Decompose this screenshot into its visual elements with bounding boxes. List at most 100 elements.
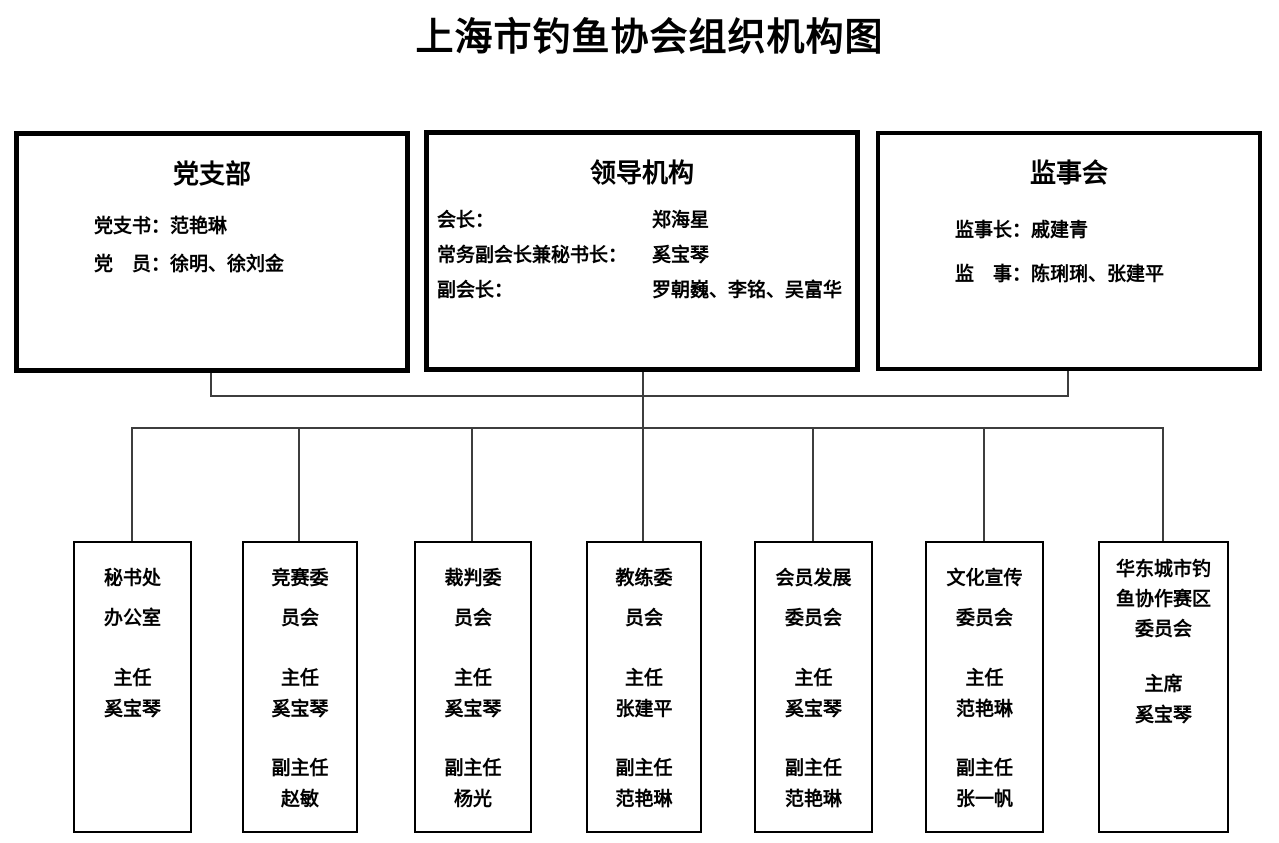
role-names: 戚建青 xyxy=(1031,220,1089,241)
committee-name: 教练委员会 xyxy=(588,559,700,639)
connector-line xyxy=(210,373,212,397)
connector-line xyxy=(210,395,1069,397)
role-row: 党 员：徐明、徐刘金 xyxy=(94,246,405,284)
position-person: 奚宝琴 xyxy=(444,699,502,720)
committee-name: 秘书处办公室 xyxy=(75,559,190,639)
position-title: 主席 xyxy=(1144,674,1183,695)
committee-box: 秘书处办公室主任奚宝琴 xyxy=(73,541,192,833)
position-section: 副主任范艳琳 xyxy=(588,753,700,815)
connector-line xyxy=(298,427,300,541)
position-title: 副主任 xyxy=(955,758,1013,779)
box-title: 监事会 xyxy=(1029,158,1108,188)
position-title: 主任 xyxy=(113,668,152,689)
committee-name-line: 委员会 xyxy=(1134,619,1192,640)
position-person: 奚宝琴 xyxy=(784,699,842,720)
role-label: 党 员： xyxy=(94,254,171,275)
top-box: 党支部党支书：范艳琳党 员：徐明、徐刘金 xyxy=(14,131,410,373)
position-person: 奚宝琴 xyxy=(103,699,161,720)
connector-line xyxy=(1067,371,1069,397)
connector-line xyxy=(812,427,814,541)
position-person: 赵敏 xyxy=(280,789,319,810)
box-title: 领导机构 xyxy=(589,158,694,188)
position-section: 主任范艳琳 xyxy=(927,663,1042,725)
committee-name: 竞赛委员会 xyxy=(244,559,356,639)
role-row: 党支书：范艳琳 xyxy=(94,208,405,246)
committee-box: 文化宣传委员会主任范艳琳副主任张一帆 xyxy=(925,541,1044,833)
position-title: 主任 xyxy=(965,668,1004,689)
committee-name-line: 文化宣传 xyxy=(946,568,1023,589)
committee-box: 竞赛委员会主任奚宝琴副主任赵敏 xyxy=(242,541,358,833)
position-section: 主任奚宝琴 xyxy=(416,663,530,725)
role-names: 范艳琳 xyxy=(170,216,228,237)
committee-name-line: 委员会 xyxy=(784,608,842,629)
position-title: 副主任 xyxy=(444,758,502,779)
connector-line xyxy=(131,427,133,541)
position-person: 范艳琳 xyxy=(955,699,1013,720)
position-title: 主任 xyxy=(280,668,319,689)
connector-line xyxy=(471,427,473,541)
committee-box: 会员发展委员会主任奚宝琴副主任范艳琳 xyxy=(754,541,873,833)
position-title: 副主任 xyxy=(784,758,842,779)
committee-name-line: 委员会 xyxy=(955,608,1013,629)
role-names: 郑海星 xyxy=(652,210,710,231)
position-title: 副主任 xyxy=(271,758,329,779)
connector-line xyxy=(642,372,644,541)
position-section: 副主任张一帆 xyxy=(927,753,1042,815)
position-section: 副主任赵敏 xyxy=(244,753,356,815)
committee-box: 裁判委员会主任奚宝琴副主任杨光 xyxy=(414,541,532,833)
box-rows: 会长：郑海星常务副会长兼秘书长： 奚宝琴副会长： 罗朝巍、李铭、吴富华 xyxy=(429,203,855,308)
box-rows: 监事长：戚建青监 事：陈琍琍、张建平 xyxy=(880,209,1258,297)
role-row: 监事长：戚建青 xyxy=(955,209,1258,253)
position-person: 奚宝琴 xyxy=(271,699,329,720)
role-names: 罗朝巍、李铭、吴富华 xyxy=(652,280,843,301)
committee-name: 裁判委员会 xyxy=(416,559,530,639)
position-person: 奚宝琴 xyxy=(1134,705,1192,726)
position-title: 副主任 xyxy=(615,758,673,779)
role-label: 副会长： xyxy=(437,280,514,301)
role-row: 副会长： 罗朝巍、李铭、吴富华 xyxy=(437,273,855,308)
role-row: 会长：郑海星 xyxy=(437,203,855,238)
position-title: 主任 xyxy=(624,668,663,689)
position-person: 张一帆 xyxy=(955,789,1013,810)
position-section: 主席奚宝琴 xyxy=(1100,669,1227,731)
committee-name: 文化宣传委员会 xyxy=(927,559,1042,639)
top-box: 监事会监事长：戚建青监 事：陈琍琍、张建平 xyxy=(876,131,1262,371)
committee-name-line: 竞赛委 xyxy=(271,568,329,589)
role-label: 监 事： xyxy=(955,264,1032,285)
connector-line xyxy=(983,427,985,541)
committee-name: 华东城市钓鱼协作赛区委员会 xyxy=(1100,555,1227,645)
position-person: 杨光 xyxy=(453,789,492,810)
committee-name-line: 裁判委 xyxy=(444,568,502,589)
committee-name-line: 员会 xyxy=(624,608,663,629)
committee-name-line: 员会 xyxy=(453,608,492,629)
position-title: 主任 xyxy=(794,668,833,689)
role-label: 常务副会长兼秘书长： xyxy=(437,245,628,266)
role-names: 徐明、徐刘金 xyxy=(170,254,285,275)
position-person: 范艳琳 xyxy=(784,789,842,810)
committee-name-line: 鱼协作赛区 xyxy=(1115,589,1211,610)
position-section: 主任张建平 xyxy=(588,663,700,725)
box-rows: 党支书：范艳琳党 员：徐明、徐刘金 xyxy=(19,208,405,284)
position-title: 主任 xyxy=(453,668,492,689)
connector-line xyxy=(1162,427,1164,541)
role-names: 奚宝琴 xyxy=(652,245,710,266)
page-title: 上海市钓鱼协会组织机构图 xyxy=(415,17,884,59)
position-section: 副主任范艳琳 xyxy=(756,753,871,815)
committee-name-line: 员会 xyxy=(280,608,319,629)
committee-box: 教练委员会主任张建平副主任范艳琳 xyxy=(586,541,702,833)
role-row: 监 事：陈琍琍、张建平 xyxy=(955,253,1258,297)
committee-name-line: 华东城市钓 xyxy=(1115,559,1211,580)
committee-name: 会员发展委员会 xyxy=(756,559,871,639)
connector-line xyxy=(131,427,1164,429)
committee-name-line: 会员发展 xyxy=(775,568,852,589)
top-box: 领导机构会长：郑海星常务副会长兼秘书长： 奚宝琴副会长： 罗朝巍、李铭、吴富华 xyxy=(424,130,860,372)
position-person: 张建平 xyxy=(615,699,673,720)
position-section: 主任奚宝琴 xyxy=(75,663,190,725)
role-names: 陈琍琍、张建平 xyxy=(1031,264,1165,285)
committee-name-line: 教练委 xyxy=(615,568,673,589)
committee-name-line: 办公室 xyxy=(103,608,161,629)
role-label: 党支书： xyxy=(94,216,171,237)
role-row: 常务副会长兼秘书长： 奚宝琴 xyxy=(437,238,855,273)
position-section: 主任奚宝琴 xyxy=(244,663,356,725)
